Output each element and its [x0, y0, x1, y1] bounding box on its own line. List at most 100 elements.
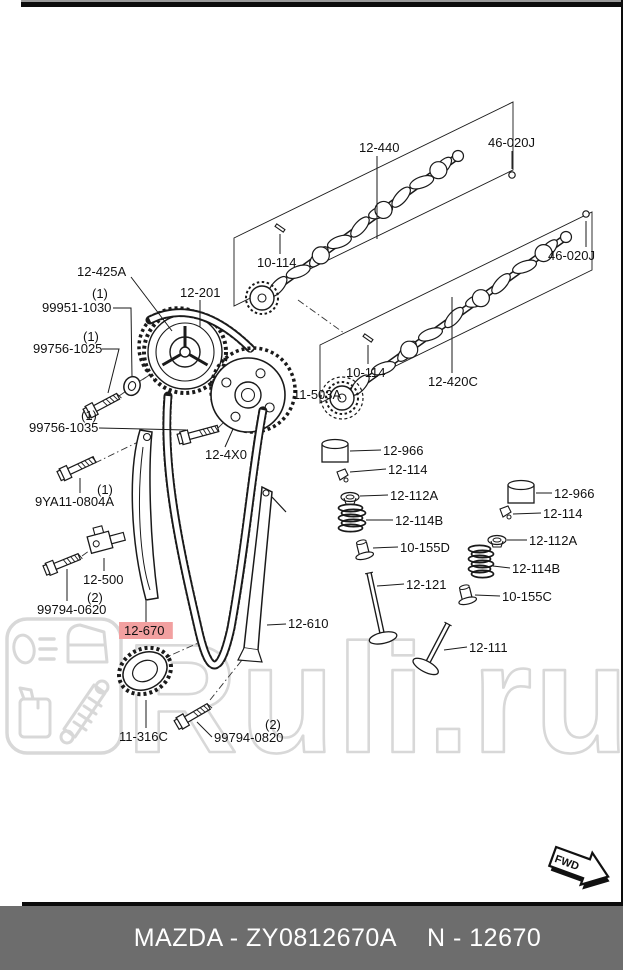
part-label-(2): (2): [87, 590, 103, 605]
jerrycan-icon: [18, 686, 52, 739]
part-label-12-112A: 12-112A: [390, 488, 439, 503]
diagram-shape: [506, 514, 512, 520]
part-label-12-440: 12-440: [359, 140, 399, 155]
diagram-shape: [53, 552, 82, 571]
car-door-icon: [66, 623, 109, 664]
leader-line: [113, 307, 133, 378]
diagram-shape: [210, 426, 215, 433]
diagram-shape: [179, 346, 191, 358]
cam-rear-end: [559, 230, 573, 244]
diagram-shape: [202, 428, 208, 436]
actuator-bolt-hole: [230, 411, 241, 422]
keepers-12-114-exh: [336, 468, 349, 481]
cam-lobe: [326, 234, 352, 250]
valve-spring-12-114B-int: [470, 569, 495, 579]
cam-journal: [374, 200, 393, 220]
diagram-shape: [183, 702, 212, 724]
diagram-shape: [176, 432, 184, 445]
diagram-shape: [367, 572, 384, 634]
diagram-shape: [92, 525, 105, 536]
part-label-99756-1025: 99756-1025: [33, 341, 102, 356]
diagram-shape: [74, 554, 79, 561]
diagram-shape: [112, 394, 119, 401]
diagram-shape: [444, 621, 452, 627]
axis-dash-line: [297, 299, 345, 334]
leader-line: [266, 623, 287, 626]
part-label-(1): (1): [83, 329, 99, 344]
valve-head: [368, 631, 398, 645]
part-label-12-201: 12-201: [180, 285, 220, 300]
footer-catalog-code: MAZDA - ZY0812670A: [133, 923, 397, 952]
valve-head: [412, 657, 439, 676]
footer-part-number: N - 12670: [427, 923, 542, 952]
diagram-shape: [337, 393, 347, 403]
dowel-pin-10-114: [274, 223, 286, 233]
part-label-12-4X0: 12-4X0: [205, 447, 247, 462]
shock-absorber-icon: [59, 679, 110, 745]
part-label-(2): (2): [265, 717, 281, 732]
headlight-beam-lines: [38, 637, 58, 661]
diagram-shape: [109, 396, 115, 403]
headlight-icon: [12, 633, 36, 665]
cam-lobe: [491, 273, 511, 295]
leader-line: [372, 546, 399, 549]
diagram-shape: [102, 400, 108, 406]
part-label-46-020J: 46-020J: [488, 135, 535, 150]
diagram-shape: [198, 429, 204, 437]
bolt-point-marker-46-020J: [508, 171, 516, 179]
valve-spring-12-114B-exh: [337, 503, 364, 513]
diagram-shape: [206, 427, 212, 435]
highlight-box-12-670: [119, 622, 173, 639]
diagram-shape: [62, 559, 68, 566]
crank-sprocket-11-316C: [117, 645, 173, 697]
camshaft-box-exhaust: [233, 101, 514, 307]
bolt-99794-0620: [42, 552, 83, 577]
diagram-shape: [214, 425, 219, 432]
part-label-99794-0820: 99794-0820: [214, 730, 283, 745]
diagram-shape: [206, 703, 213, 709]
part-label-12-425A: 12-425A: [77, 264, 126, 279]
scan-bottom-border: [22, 902, 623, 906]
diagram-shape: [192, 711, 199, 717]
part-label-12-114: 12-114: [543, 506, 583, 521]
part-label-99951-1030: 99951-1030: [42, 300, 111, 315]
part-label-12-420C: 12-420C: [428, 374, 478, 389]
diagram-shape: [492, 537, 502, 543]
diagram-shape: [66, 557, 72, 564]
guide-foot: [237, 647, 263, 663]
leader-line: [98, 427, 187, 431]
part-label-99756-1035: 99756-1035: [29, 420, 98, 435]
diagram-shape: [164, 395, 266, 668]
bolt-99756-1035: [176, 424, 220, 446]
part-label-10-155D: 10-155D: [400, 540, 450, 555]
tensioner-12-500: [86, 525, 127, 555]
diagram-shape: [507, 479, 535, 491]
diagram-shape: [127, 381, 137, 391]
arm-pivot-hole: [142, 432, 152, 442]
actuator-teeth: [209, 346, 297, 434]
diagram-shape: [77, 553, 83, 560]
part-label-12-670: 12-670: [124, 623, 164, 638]
cam-sprocket-teeth: [245, 281, 279, 315]
diagram-shape: [42, 563, 51, 576]
leader-line: [492, 565, 511, 569]
cam-rear-end: [451, 149, 465, 163]
diagram-shape: [77, 463, 83, 470]
cam-lobe: [409, 174, 435, 190]
diagram-shape: [321, 438, 349, 450]
part-label-(1): (1): [81, 408, 97, 423]
diagram-shape: [345, 494, 355, 500]
dowel-pin-10-114: [362, 333, 374, 343]
part-label-(1): (1): [97, 482, 113, 497]
cam-lobe: [417, 327, 443, 342]
diagram-shape: [343, 477, 349, 483]
diagram-shape: [490, 540, 504, 548]
valve-spring-12-114B-exh: [337, 513, 364, 523]
diagram-shape: [257, 293, 267, 303]
valve-spring-12-114B-exh: [337, 523, 364, 533]
valve-spring-12-114B-exh: [340, 518, 367, 528]
tensioner-plunger: [108, 531, 127, 545]
bolt-99794-0820: [173, 702, 213, 731]
diagram-shape: [66, 455, 97, 476]
